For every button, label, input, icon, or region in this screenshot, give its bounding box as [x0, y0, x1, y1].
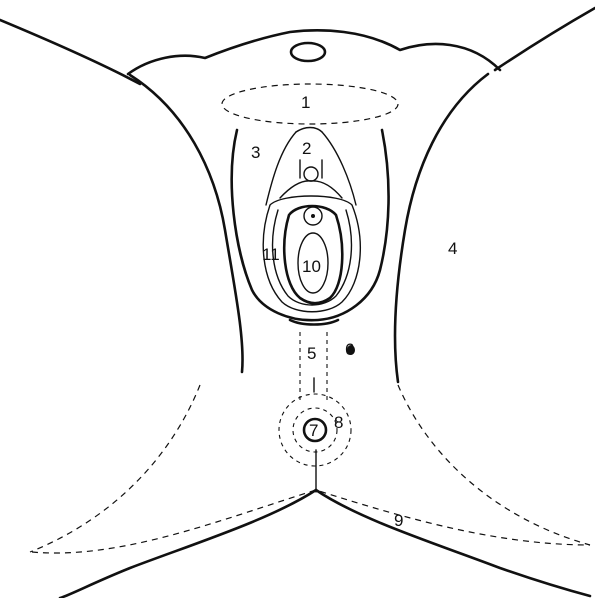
label-11: 11 [262, 245, 280, 264]
mons-contour [128, 30, 500, 74]
clitoris [304, 167, 318, 181]
label-7: 7 [309, 421, 318, 440]
urethral-dot [311, 214, 315, 218]
vestibule [284, 206, 342, 303]
label-2: 2 [302, 139, 311, 158]
navel-mark [291, 43, 325, 61]
label-8: 8 [334, 413, 343, 432]
label-4: 4 [448, 239, 457, 258]
left-groin-fold [130, 75, 243, 372]
right-groin-fold [395, 74, 488, 382]
left-dashed-region [30, 385, 200, 552]
clitoral-hood-inner [300, 160, 322, 178]
label-5: 5 [307, 344, 316, 363]
label-1: 1 [301, 93, 310, 112]
left-buttock-curve [60, 490, 316, 598]
label-10: 10 [302, 257, 321, 276]
lower-dashed-arc [32, 490, 590, 553]
right-dashed-region [398, 385, 590, 545]
label-6: 6 [345, 340, 354, 359]
left-thigh-outline [0, 20, 140, 84]
label-3: 3 [251, 143, 260, 162]
right-thigh-outline [495, 8, 595, 70]
clitoral-hood-top [296, 128, 322, 133]
label-9: 9 [394, 511, 403, 530]
